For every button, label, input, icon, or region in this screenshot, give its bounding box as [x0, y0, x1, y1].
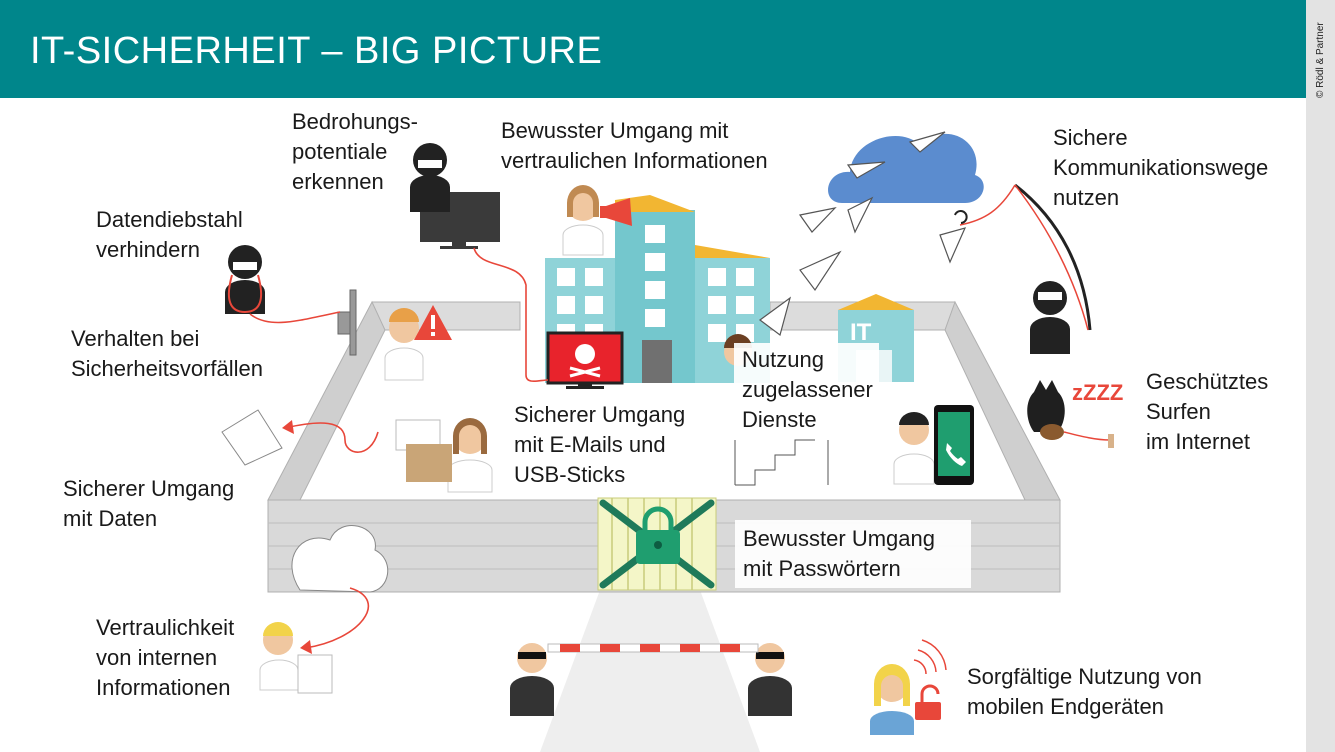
guard-right-person — [748, 643, 792, 716]
barrier-icon — [547, 643, 759, 653]
label-threat-detection: Bedrohungs- potentiale erkennen — [292, 109, 418, 194]
label-passwords: Bewusster Umgang mit Passwörtern — [735, 520, 971, 588]
hacker-fishing-person — [1030, 281, 1070, 354]
smoke-cloud — [291, 525, 389, 593]
warning-icon — [414, 305, 452, 340]
cloud-icon — [828, 133, 984, 203]
page-title: IT-SICHERHEIT – BIG PICTURE — [30, 30, 603, 72]
fishing-rod-icon — [954, 183, 1092, 331]
wall-left — [267, 300, 386, 501]
padlock-icon — [636, 506, 680, 564]
arrow-heads — [282, 420, 312, 654]
copyright-note: © Rödl & Partner — [1315, 22, 1326, 98]
guard-left-person — [510, 643, 554, 716]
label-incident-behavior: Verhalten bei Sicherheitsvorfällen — [71, 326, 263, 381]
label-mobile-devices: Sorgfältige Nutzung von mobilen Endgerät… — [967, 664, 1202, 719]
connector-lines — [249, 247, 549, 649]
label-data-handling: Sicherer Umgang mit Daten — [63, 476, 235, 531]
businessman-phone-person — [893, 412, 935, 485]
skull-monitor-icon — [546, 331, 624, 389]
employee-incident-person — [384, 308, 424, 381]
smartphone-icon — [934, 405, 974, 485]
title-bar: IT-SICHERHEIT – BIG PICTURE — [0, 0, 1306, 98]
label-internal-confidentiality: Vertraulichkeit von internen Information… — [96, 615, 235, 700]
unlocked-padlock-icon — [915, 684, 941, 720]
woman-email-person — [447, 418, 493, 493]
hacker-data-theft-person — [225, 245, 265, 314]
label-email-usb: Sicherer Umgang mit E-Mails und USB-Stic… — [514, 402, 686, 487]
hacker-threats-person — [410, 143, 450, 212]
guard-dog-icon — [1027, 380, 1114, 448]
label-secure-communication: Sichere Kommunikationswege nutzen — [1053, 125, 1269, 210]
woman-info-person — [562, 185, 604, 256]
megaphone-icon — [600, 198, 632, 226]
road — [540, 590, 760, 752]
label-confidential-info: Bewusster Umgang mit vertraulichen Infor… — [501, 118, 768, 173]
label-safe-surfing: Geschütztes Surfen im Internet — [1146, 369, 1269, 454]
sleep-z-text: zZZZ — [1072, 380, 1123, 405]
svg-text:IT: IT — [850, 319, 872, 346]
blonde-mobile-person — [870, 664, 914, 735]
paper-plane-icons — [758, 131, 967, 337]
document-icon — [221, 409, 283, 466]
blonde-confidential-person — [259, 622, 333, 694]
label-data-theft: Datendiebstahl verhindern — [96, 207, 243, 262]
antenna-icon — [337, 289, 357, 356]
stairs-icon — [734, 439, 829, 486]
side-strip — [1306, 0, 1335, 752]
signal-waves-icon — [913, 639, 947, 675]
file-box-icon — [395, 419, 452, 482]
gate — [597, 497, 717, 591]
label-approved-services: Nutzung zugelassener Dienste — [734, 343, 879, 437]
